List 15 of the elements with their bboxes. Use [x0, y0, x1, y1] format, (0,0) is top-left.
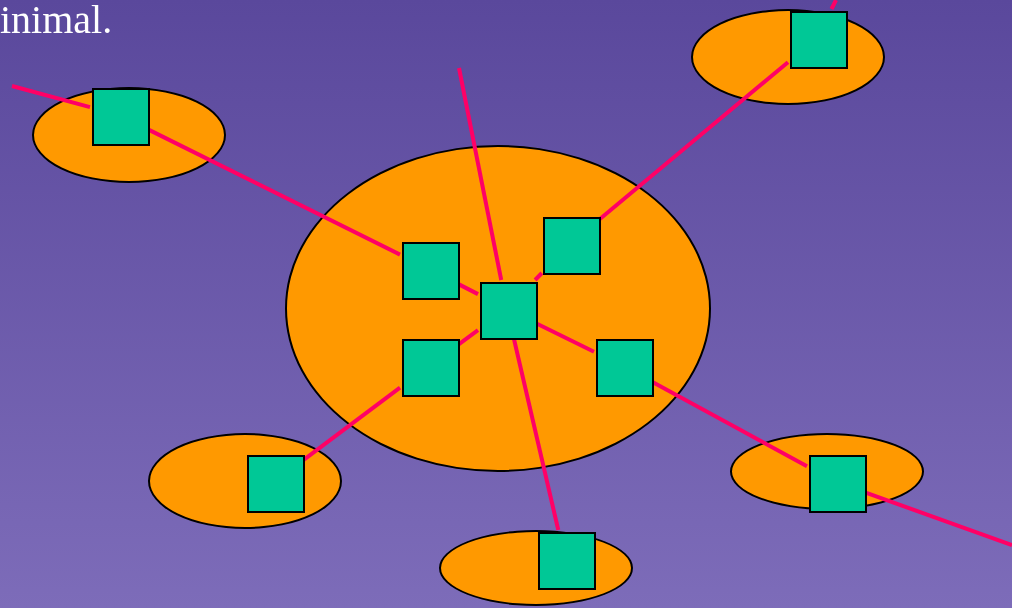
connector-line	[597, 60, 790, 222]
connector-line	[11, 84, 91, 110]
connector-line	[457, 67, 504, 281]
square	[596, 339, 654, 397]
text-fragment: inimal.	[0, 0, 113, 40]
square	[402, 339, 460, 397]
square	[402, 242, 460, 300]
square	[543, 217, 601, 275]
square	[247, 455, 305, 513]
connector-line	[829, 0, 838, 10]
square	[92, 88, 150, 146]
square	[480, 282, 538, 340]
square	[790, 11, 848, 69]
square	[809, 455, 867, 513]
square	[538, 532, 596, 590]
